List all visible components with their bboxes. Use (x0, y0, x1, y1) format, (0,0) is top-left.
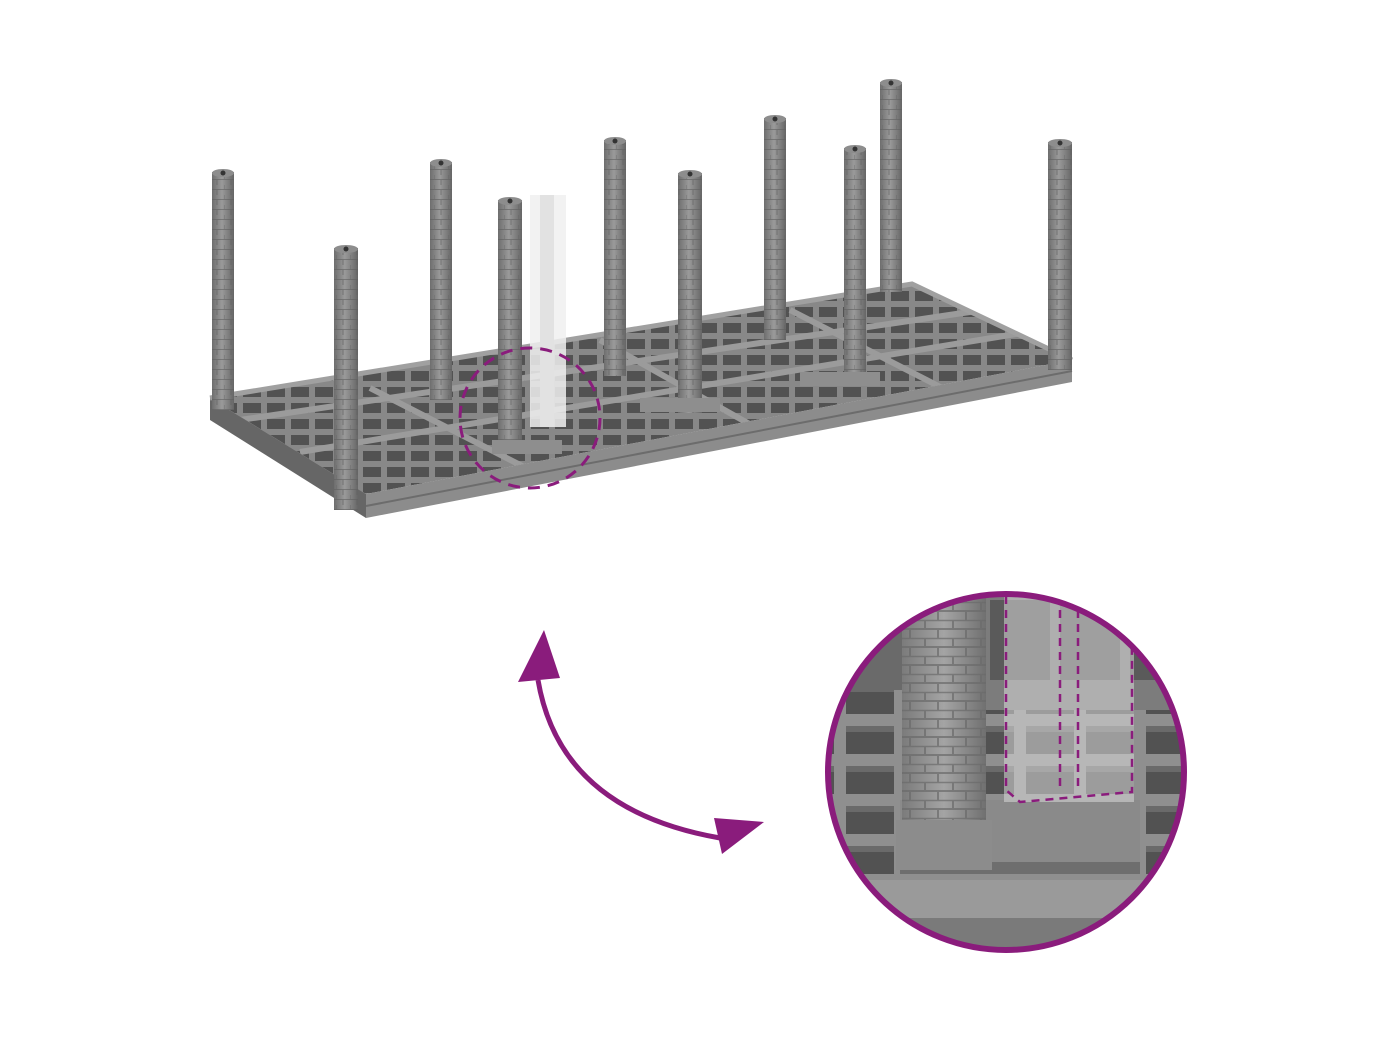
post (498, 197, 522, 450)
post (430, 159, 452, 400)
post (212, 169, 234, 410)
zoom-circle-icon (458, 346, 602, 490)
post (604, 137, 626, 376)
post (1048, 139, 1072, 370)
post (764, 115, 786, 340)
magnifier-circle-icon (825, 591, 1187, 953)
post (844, 145, 866, 384)
ghost-post (530, 195, 566, 427)
post (334, 245, 358, 510)
post (678, 170, 702, 413)
curved-double-arrow-icon (518, 630, 764, 854)
post (880, 79, 902, 292)
rack-posts (212, 79, 1072, 510)
